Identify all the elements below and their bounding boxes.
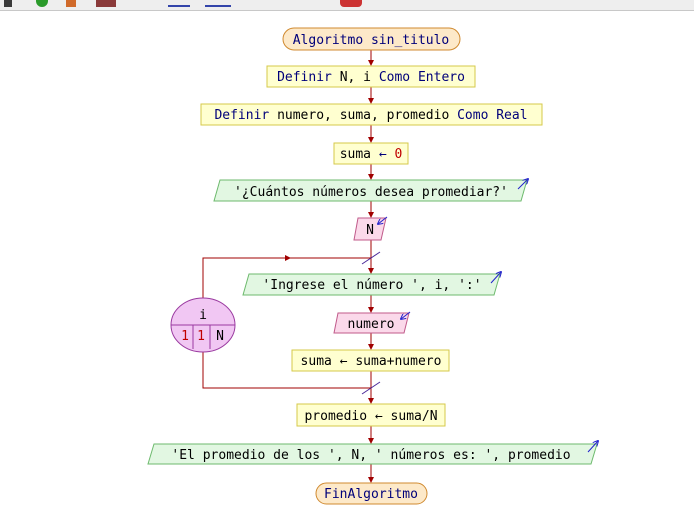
output-question-box[interactable]: '¿Cuántos números desea promediar?' [213, 179, 528, 202]
output-result-text: 'El promedio de los ', N, ' números es: … [171, 448, 570, 463]
input-numero-text: numero [348, 317, 395, 332]
edit-icon[interactable] [96, 0, 116, 7]
arrows-icon[interactable] [168, 0, 190, 7]
define-integer-box[interactable]: Definir N, i Como Entero [266, 65, 476, 88]
start-terminal[interactable]: Algoritmo sin_titulo [282, 27, 461, 51]
define-real-text: Definir numero, suma, promedio Como Real [214, 108, 527, 123]
loop-end: N [216, 329, 224, 344]
input-arrow-icon [378, 216, 388, 224]
output-arrow-icon [517, 179, 528, 190]
input-numero-box[interactable]: numero [333, 311, 411, 334]
loop-step: 1 [197, 329, 205, 344]
assign-average-box[interactable]: promedio ← suma/N [296, 403, 446, 427]
input-arrow-icon [401, 311, 411, 319]
define-integer-text: Definir N, i Como Entero [277, 70, 465, 85]
define-real-box[interactable]: Definir numero, suma, promedio Como Real [200, 103, 543, 126]
input-n-box[interactable]: N [353, 216, 388, 241]
export-icon[interactable] [205, 0, 231, 7]
end-text: FinAlgoritmo [324, 487, 418, 502]
output-result-box[interactable]: 'El promedio de los ', N, ' números es: … [147, 441, 598, 465]
output-question-text: '¿Cuántos números desea promediar?' [234, 185, 508, 200]
output-arrow-icon [587, 441, 598, 453]
start-text: Algoritmo sin_titulo [293, 33, 450, 48]
assign-suma-box[interactable]: suma ← 0 [333, 142, 409, 165]
assign-suma-text: suma ← 0 [340, 147, 403, 162]
output-arrow-icon [490, 272, 501, 284]
output-prompt-text: 'Ingrese el número ', i, ':' [262, 278, 481, 293]
input-n-text: N [366, 223, 374, 238]
loop-var: i [199, 308, 207, 323]
for-loop-node[interactable]: i 1 1 N [170, 297, 236, 353]
assign-average-text: promedio ← suma/N [304, 409, 437, 424]
debug-icon[interactable] [66, 0, 76, 7]
output-prompt-box[interactable]: 'Ingrese el número ', i, ':' [242, 272, 501, 296]
loop-start: 1 [181, 329, 189, 344]
loop-markers [361, 251, 381, 395]
misc-icon[interactable] [340, 0, 362, 7]
toolbar [0, 0, 694, 11]
assign-sum-text: suma ← suma+numero [301, 354, 442, 369]
assign-sum-box[interactable]: suma ← suma+numero [291, 349, 450, 372]
end-terminal[interactable]: FinAlgoritmo [315, 482, 428, 505]
connectors [202, 50, 374, 483]
run-icon[interactable] [4, 0, 12, 7]
step-icon[interactable] [36, 0, 48, 7]
